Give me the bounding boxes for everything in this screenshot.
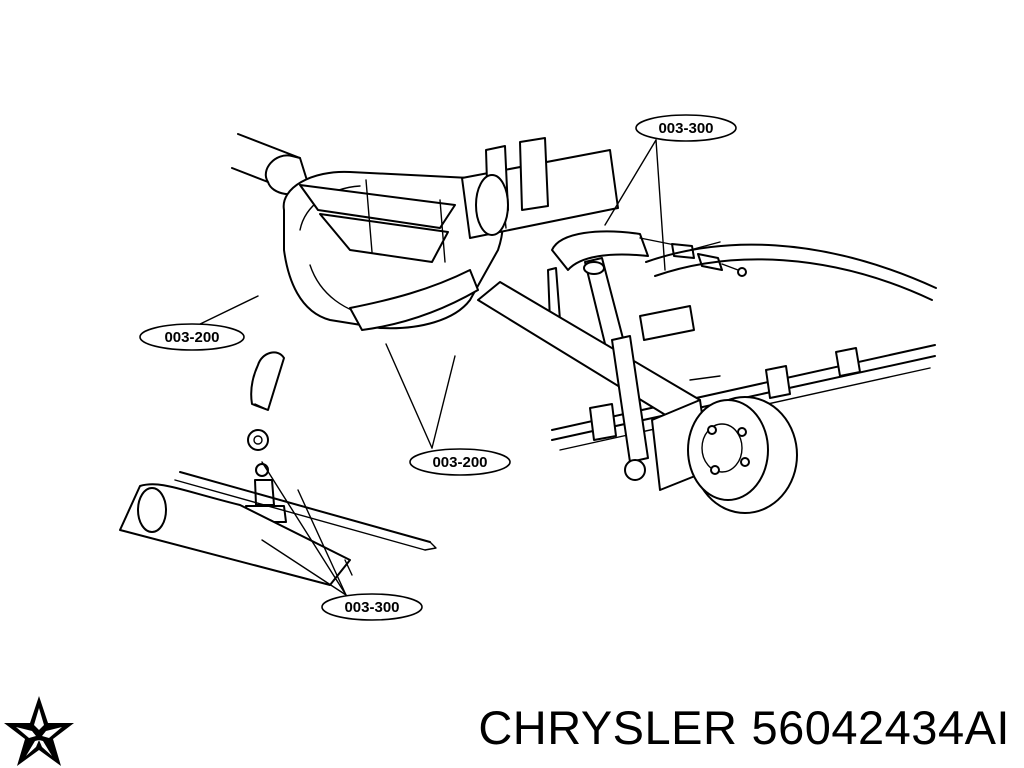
callout-label: 003-200 — [164, 329, 219, 346]
leader-lines — [195, 139, 666, 596]
callout-label: 003-300 — [344, 599, 399, 616]
axle-tube-right — [461, 137, 619, 239]
brand-name: CHRYSLER — [478, 701, 738, 754]
callout-003-300-top: 003-300 — [635, 114, 737, 142]
leaf-spring — [645, 241, 937, 301]
lower-frame-assembly — [119, 471, 437, 586]
part-number: 56042434AI — [751, 701, 1010, 754]
callout-label: 003-300 — [658, 120, 713, 137]
pentastar-icon — [4, 696, 74, 766]
brake-drum — [687, 396, 798, 514]
callout-003-200-mid: 003-200 — [409, 448, 511, 476]
upper-shock-bracket — [547, 230, 649, 357]
differential-housing — [282, 170, 504, 331]
callout-003-300-bottom: 003-300 — [321, 593, 423, 621]
callout-003-200-left: 003-200 — [139, 323, 245, 351]
brake-hose-fitting — [639, 237, 747, 277]
callout-label: 003-200 — [432, 454, 487, 471]
brake-hose — [245, 351, 287, 537]
